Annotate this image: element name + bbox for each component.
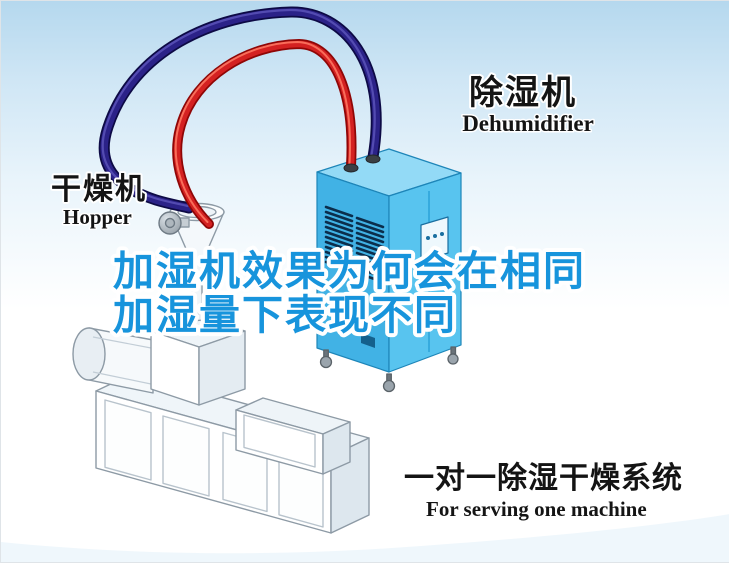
air-hoses: [98, 6, 382, 229]
vent-grille-right-column: [355, 216, 385, 284]
label-system-en: For serving one machine: [426, 497, 647, 521]
vent-grille-left-column: [324, 205, 354, 273]
label-hopper-en: Hopper: [63, 205, 132, 229]
barrel-end-cap: [72, 327, 106, 381]
feed-box-right-face: [198, 330, 246, 406]
background-bottom-wave: [1, 514, 729, 562]
navy-hose-highlight: [101, 8, 376, 208]
headline: 加湿机效果为何会在相同 加湿量下表现不同: [109, 244, 588, 342]
hose-fitting: [365, 154, 381, 164]
panel-button: [426, 236, 430, 240]
headline-line1: 加湿机效果为何会在相同: [113, 248, 586, 294]
label-dehumidifier-en: Dehumidifier: [462, 111, 594, 136]
extruder-door-panel: [162, 415, 210, 497]
caster-stem: [450, 346, 457, 355]
caster-wheels: [319, 346, 459, 393]
clamp-box-right-face: [322, 421, 351, 475]
extruder-door-panel: [104, 399, 152, 481]
left-face-seam: [320, 298, 388, 323]
caster-wheel: [319, 355, 333, 369]
hopper-motor-hub: [164, 217, 176, 229]
drain-port: [361, 333, 375, 348]
barrel-shading-lines: [92, 336, 152, 385]
panel-button: [433, 234, 437, 238]
labels: 除湿机 Dehumidifier 干燥机 Hopper 一对一除湿干燥系统 Fo…: [49, 71, 684, 523]
dehumidifier-illustration: [316, 148, 462, 393]
red-hose-highlight: [174, 40, 352, 223]
headline-line2: 加湿量下表现不同: [113, 292, 457, 338]
panel-button: [440, 232, 444, 236]
control-panel: [420, 216, 449, 262]
caster-wheel: [382, 379, 396, 393]
hose-fitting: [343, 163, 359, 173]
hopper-outlet-flange: [187, 312, 207, 322]
extruder-illustration: [72, 200, 370, 534]
label-dehumidifier-cn: 除湿机: [469, 73, 577, 112]
clamp-box-door: [243, 414, 316, 468]
label-hopper-cn: 干燥机: [51, 173, 147, 206]
caster-wheel: [447, 353, 459, 365]
label-system-cn: 一对一除湿干燥系统: [404, 461, 683, 495]
